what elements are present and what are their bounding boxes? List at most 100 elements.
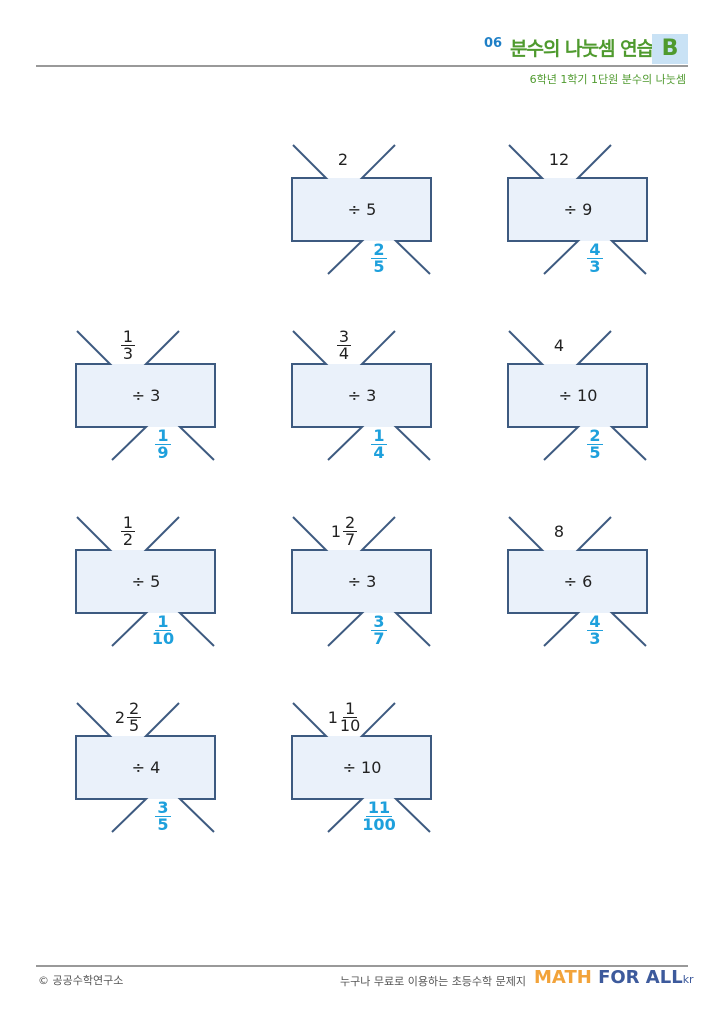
numerator: 4 bbox=[587, 612, 603, 631]
denominator: 5 bbox=[129, 715, 140, 735]
whole-part: 8 bbox=[553, 521, 565, 541]
denominator: 3 bbox=[589, 629, 601, 648]
numerator: 4 bbox=[587, 240, 603, 259]
numerator: 1 bbox=[342, 698, 358, 718]
denominator: 10 bbox=[151, 629, 175, 648]
divisor: ÷ 6 bbox=[563, 572, 593, 591]
level-badge: B bbox=[652, 34, 688, 64]
header-divider bbox=[36, 65, 688, 67]
footer-slogan: 누구나 무료로 이용하는 초등수학 문제지 bbox=[340, 975, 527, 988]
denominator: 5 bbox=[373, 257, 385, 276]
numerator: 3 bbox=[155, 798, 171, 817]
denominator: 5 bbox=[157, 815, 169, 834]
page-subtitle: 6학년 1학기 1단원 분수의 나눗셈 bbox=[529, 73, 686, 86]
dividend: 4 bbox=[528, 328, 592, 362]
whole-part: 2 bbox=[114, 707, 125, 727]
divider-machine-shape bbox=[507, 144, 648, 275]
divider-machine-shape bbox=[291, 330, 432, 461]
numerator: 1 bbox=[155, 612, 171, 631]
worksheet-number: 06 bbox=[484, 36, 503, 51]
numerator: 11 bbox=[365, 798, 393, 817]
denominator: 3 bbox=[122, 343, 134, 363]
denominator: 2 bbox=[122, 529, 134, 549]
whole-part: 4 bbox=[553, 335, 565, 355]
whole-part: 1 bbox=[327, 707, 338, 727]
divisor: ÷ 5 bbox=[131, 572, 161, 591]
numerator: 2 bbox=[127, 698, 142, 718]
numerator: 1 bbox=[120, 512, 136, 532]
denominator: 10 bbox=[339, 715, 361, 735]
numerator: 3 bbox=[371, 612, 387, 631]
divider-machine-shape bbox=[75, 330, 216, 461]
divisor: ÷ 3 bbox=[347, 572, 377, 591]
divider-machine-shape bbox=[75, 702, 216, 833]
denominator: 4 bbox=[338, 343, 350, 363]
numerator: 3 bbox=[336, 326, 352, 346]
divisor: ÷ 10 bbox=[558, 386, 598, 405]
divider-machine-shape bbox=[291, 516, 432, 647]
denominator: 7 bbox=[373, 629, 385, 648]
page-title: 분수의 나눗셈 연습 bbox=[510, 38, 654, 60]
divider-machine-shape bbox=[507, 516, 648, 647]
brand-logo: MATH FOR ALLkr bbox=[534, 967, 694, 988]
denominator: 4 bbox=[373, 443, 385, 462]
footer-divider bbox=[36, 965, 688, 967]
numerator: 1 bbox=[120, 326, 136, 346]
numerator: 1 bbox=[155, 426, 171, 445]
dividend: 12 bbox=[528, 142, 592, 176]
divider-machine-shape bbox=[75, 516, 216, 647]
whole-part: 12 bbox=[548, 149, 570, 169]
brand-math: MATH bbox=[534, 967, 592, 988]
denominator: 5 bbox=[589, 443, 601, 462]
dividend: 2 bbox=[312, 142, 376, 176]
dividend: 8 bbox=[528, 514, 592, 548]
brand-for-all: FOR ALL bbox=[598, 967, 683, 988]
denominator: 9 bbox=[157, 443, 169, 462]
whole-part: 2 bbox=[337, 149, 349, 169]
numerator: 2 bbox=[371, 240, 387, 259]
numerator: 2 bbox=[587, 426, 603, 445]
denominator: 3 bbox=[589, 257, 601, 276]
divisor: ÷ 9 bbox=[563, 200, 593, 219]
copyright: © 공공수학연구소 bbox=[38, 974, 124, 987]
divisor: ÷ 3 bbox=[131, 386, 161, 405]
divider-machine-shape bbox=[291, 144, 432, 275]
divisor: ÷ 3 bbox=[347, 386, 377, 405]
